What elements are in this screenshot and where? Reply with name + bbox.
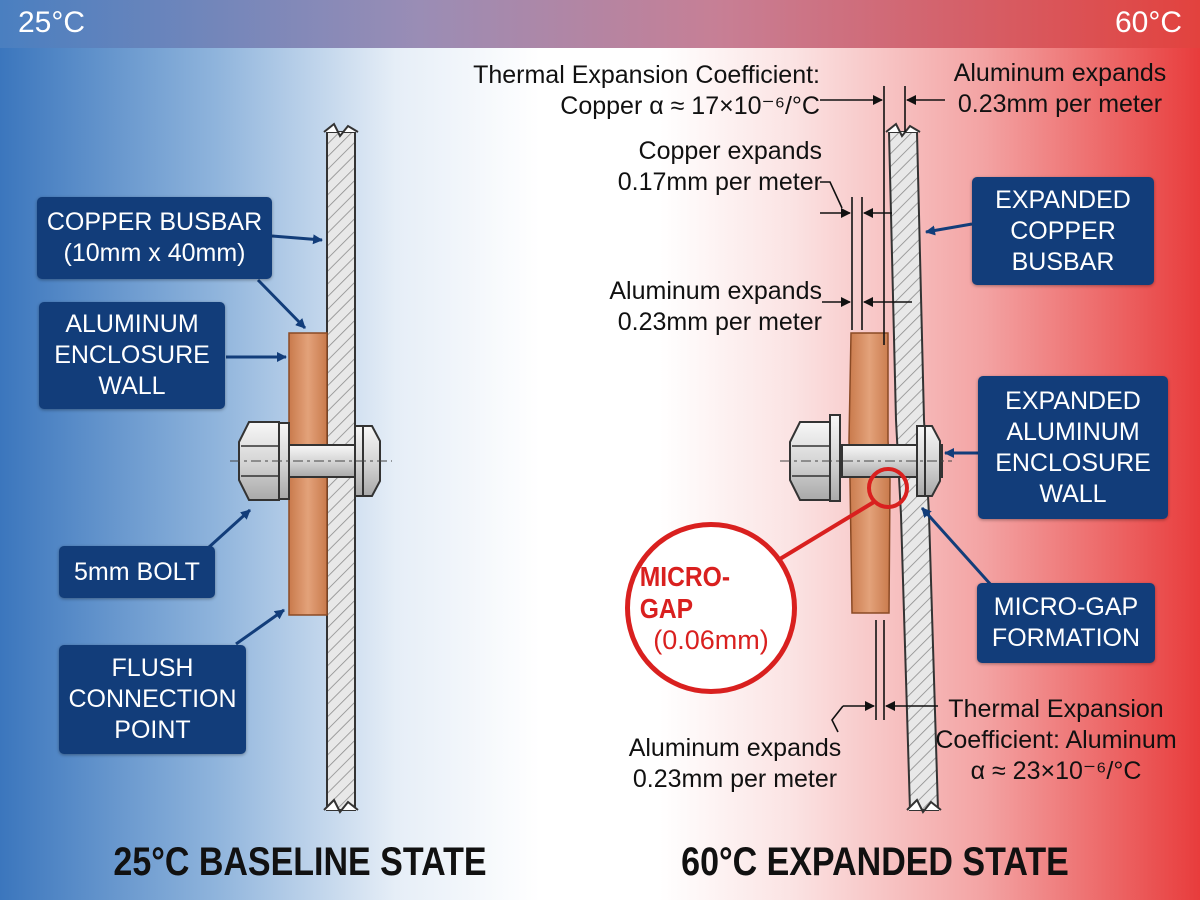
aluminum-expands-top-note: Aluminum expands 0.23mm per meter <box>953 59 1167 118</box>
micro-gap-value: (0.06mm) <box>653 624 769 655</box>
micro-gap-highlight-ring <box>867 467 909 509</box>
micro-gap-callout-line <box>768 500 876 567</box>
aluminum-expands-bottom-note: Aluminum expands 0.23mm per meter <box>628 734 842 793</box>
expanded-state-title: 60°C EXPANDED STATE <box>681 840 1069 884</box>
baseline-assembly <box>230 122 392 814</box>
copper-expands-note: Copper expands 0.17mm per meter <box>617 137 822 196</box>
temperature-bar: 25°C 60°C <box>0 0 1200 48</box>
dimension-lines <box>820 86 945 733</box>
washer-right <box>829 414 841 502</box>
label-bolt: 5mm BOLT <box>59 546 215 598</box>
baseline-state-title: 25°C BASELINE STATE <box>113 840 487 884</box>
label-copper-busbar: COPPER BUSBAR (10mm x 40mm) <box>37 197 272 279</box>
aluminum-expands-mid-note: Aluminum expands 0.23mm per meter <box>609 277 822 336</box>
copper-coefficient-note: Thermal Expansion Coefficient: Copper α … <box>473 61 820 120</box>
temp-label-hot: 60°C <box>1114 6 1182 39</box>
label-flush-connection-point: FLUSH CONNECTION POINT <box>59 645 246 754</box>
wall-break-bottom-left <box>323 798 359 814</box>
micro-gap-callout: MICRO-GAP (0.06mm) <box>625 522 797 694</box>
label-expanded-copper-busbar: EXPANDED COPPER BUSBAR <box>972 177 1154 285</box>
label-micro-gap-formation: MICRO-GAP FORMATION <box>977 583 1155 663</box>
wall-break-top-right <box>885 122 921 138</box>
micro-gap-title: MICRO-GAP <box>639 560 731 624</box>
wall-break-top-left <box>323 122 359 138</box>
label-aluminum-enclosure-wall: ALUMINUM ENCLOSURE WALL <box>39 302 225 409</box>
callout-arrows <box>206 222 994 646</box>
temp-label-cold: 25°C <box>18 6 86 39</box>
aluminum-coefficient-note: Thermal Expansion Coefficient: Aluminum … <box>935 695 1177 785</box>
wall-break-bottom-right <box>906 798 942 814</box>
label-expanded-aluminum-enclosure-wall: EXPANDED ALUMINUM ENCLOSURE WALL <box>978 376 1168 519</box>
